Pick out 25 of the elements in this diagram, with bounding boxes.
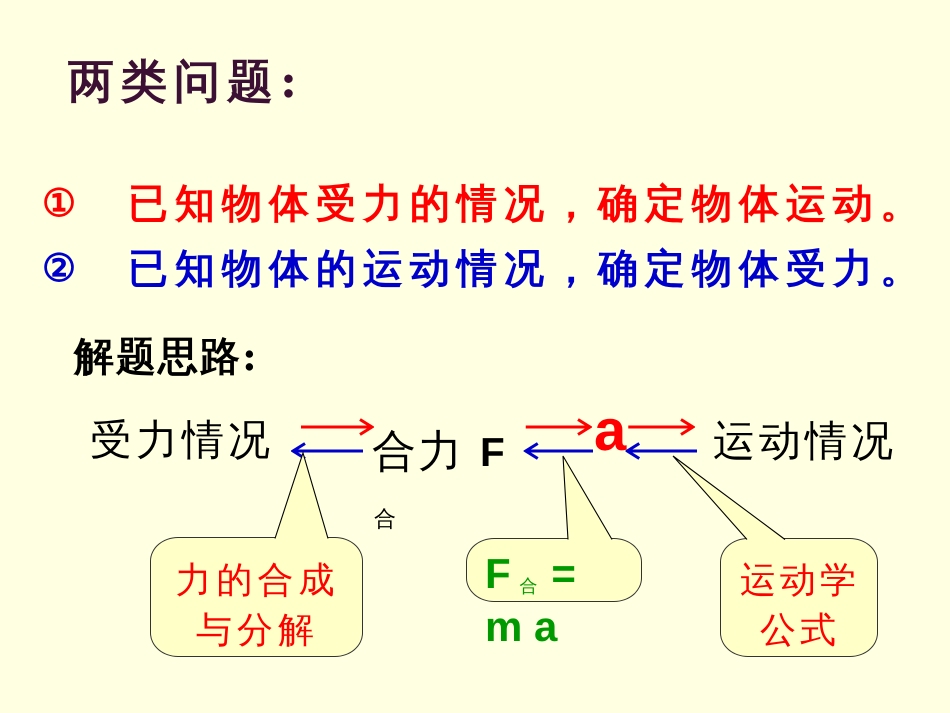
flow-text: a xyxy=(594,402,626,460)
arrow xyxy=(626,442,697,460)
callout-pointer xyxy=(274,451,329,540)
arrow xyxy=(628,418,694,436)
callout-pointer xyxy=(672,455,786,540)
callout-text: F$_{合}$ = m a xyxy=(485,549,577,652)
subscript-text: 合 xyxy=(374,507,396,534)
arrow xyxy=(524,442,593,460)
arrow xyxy=(301,418,374,436)
speech-bubble xyxy=(720,538,878,657)
flow-text: 受力情况 xyxy=(90,415,274,466)
list-number: ② xyxy=(42,245,76,291)
list-number: ① xyxy=(42,180,76,226)
problem-statement: 已知物体受力的情况，确定物体运动。 xyxy=(128,180,927,228)
title: 两类问题: xyxy=(68,54,304,110)
problem-statement: 已知物体的运动情况，确定物体受力。 xyxy=(128,245,927,293)
callout-text: 力的合成与分解 xyxy=(174,559,340,653)
flow-text: 运动情况 xyxy=(713,416,897,466)
callout-text: 运动学公式 xyxy=(739,559,861,653)
arrow xyxy=(292,442,363,460)
arrow xyxy=(526,418,592,436)
callout-pointer xyxy=(562,455,613,540)
section-heading: 解题思路: xyxy=(74,333,259,381)
flow-text: 合力 F xyxy=(372,426,507,479)
speech-bubble xyxy=(150,537,363,657)
